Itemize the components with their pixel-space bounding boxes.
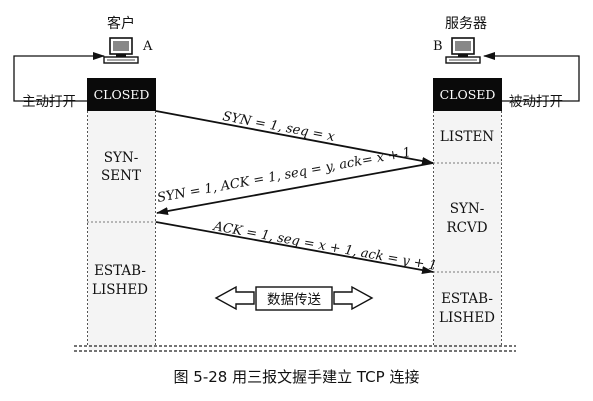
server-state-listen: LISTEN	[440, 129, 494, 145]
server-state-syn-rcvd-2: RCVD	[446, 220, 487, 236]
server-timeline	[434, 111, 501, 350]
server-state-closed: CLOSED	[440, 87, 496, 102]
client-state-established-1: ESTAB-	[94, 263, 146, 279]
client-closed-box	[87, 78, 156, 111]
data-transfer-left-arrow	[214, 285, 255, 311]
client-state-syn-sent-1: SYN-	[104, 150, 139, 166]
server-host-letter: B	[433, 39, 443, 54]
client-computer-icon	[103, 37, 139, 64]
figure-caption: 图 5-28 用三报文握手建立 TCP 连接	[173, 368, 420, 386]
syn-ack-arrow	[156, 162, 434, 215]
client-state-syn-sent-2: SENT	[101, 168, 141, 184]
client-active-open: 主动打开	[22, 93, 76, 110]
passive-open-arrow	[483, 52, 580, 102]
data-transfer-right-arrow	[333, 285, 374, 311]
server-passive-open: 被动打开	[509, 93, 563, 110]
active-open-arrow	[13, 52, 105, 102]
server-state-syn-rcvd-1: SYN-	[450, 201, 485, 217]
server-closed-box	[433, 78, 502, 111]
syn-arrow	[155, 110, 434, 165]
ack-message-label: ACK = 1, seq = x + 1, ack = y + 1	[211, 219, 438, 274]
server-state-established-1: ESTAB-	[441, 291, 493, 307]
server-computer-icon	[445, 37, 481, 64]
client-title: 客户	[107, 15, 135, 32]
syn-message-label: SYN = 1, seq = x	[221, 109, 336, 145]
client-host-letter: A	[142, 39, 153, 54]
server-title: 服务器	[445, 16, 487, 32]
client-state-established-2: LISHED	[92, 282, 148, 298]
data-transfer-label: 数据传送	[267, 292, 321, 308]
ack-arrow	[155, 221, 434, 274]
server-state-established-2: LISHED	[439, 310, 495, 326]
client-timeline	[88, 111, 155, 350]
client-state-closed: CLOSED	[94, 87, 150, 102]
data-transfer-box	[255, 286, 333, 311]
syn-ack-message-label: SYN = 1, ACK = 1, seq = y, ack= x + 1	[156, 145, 412, 206]
